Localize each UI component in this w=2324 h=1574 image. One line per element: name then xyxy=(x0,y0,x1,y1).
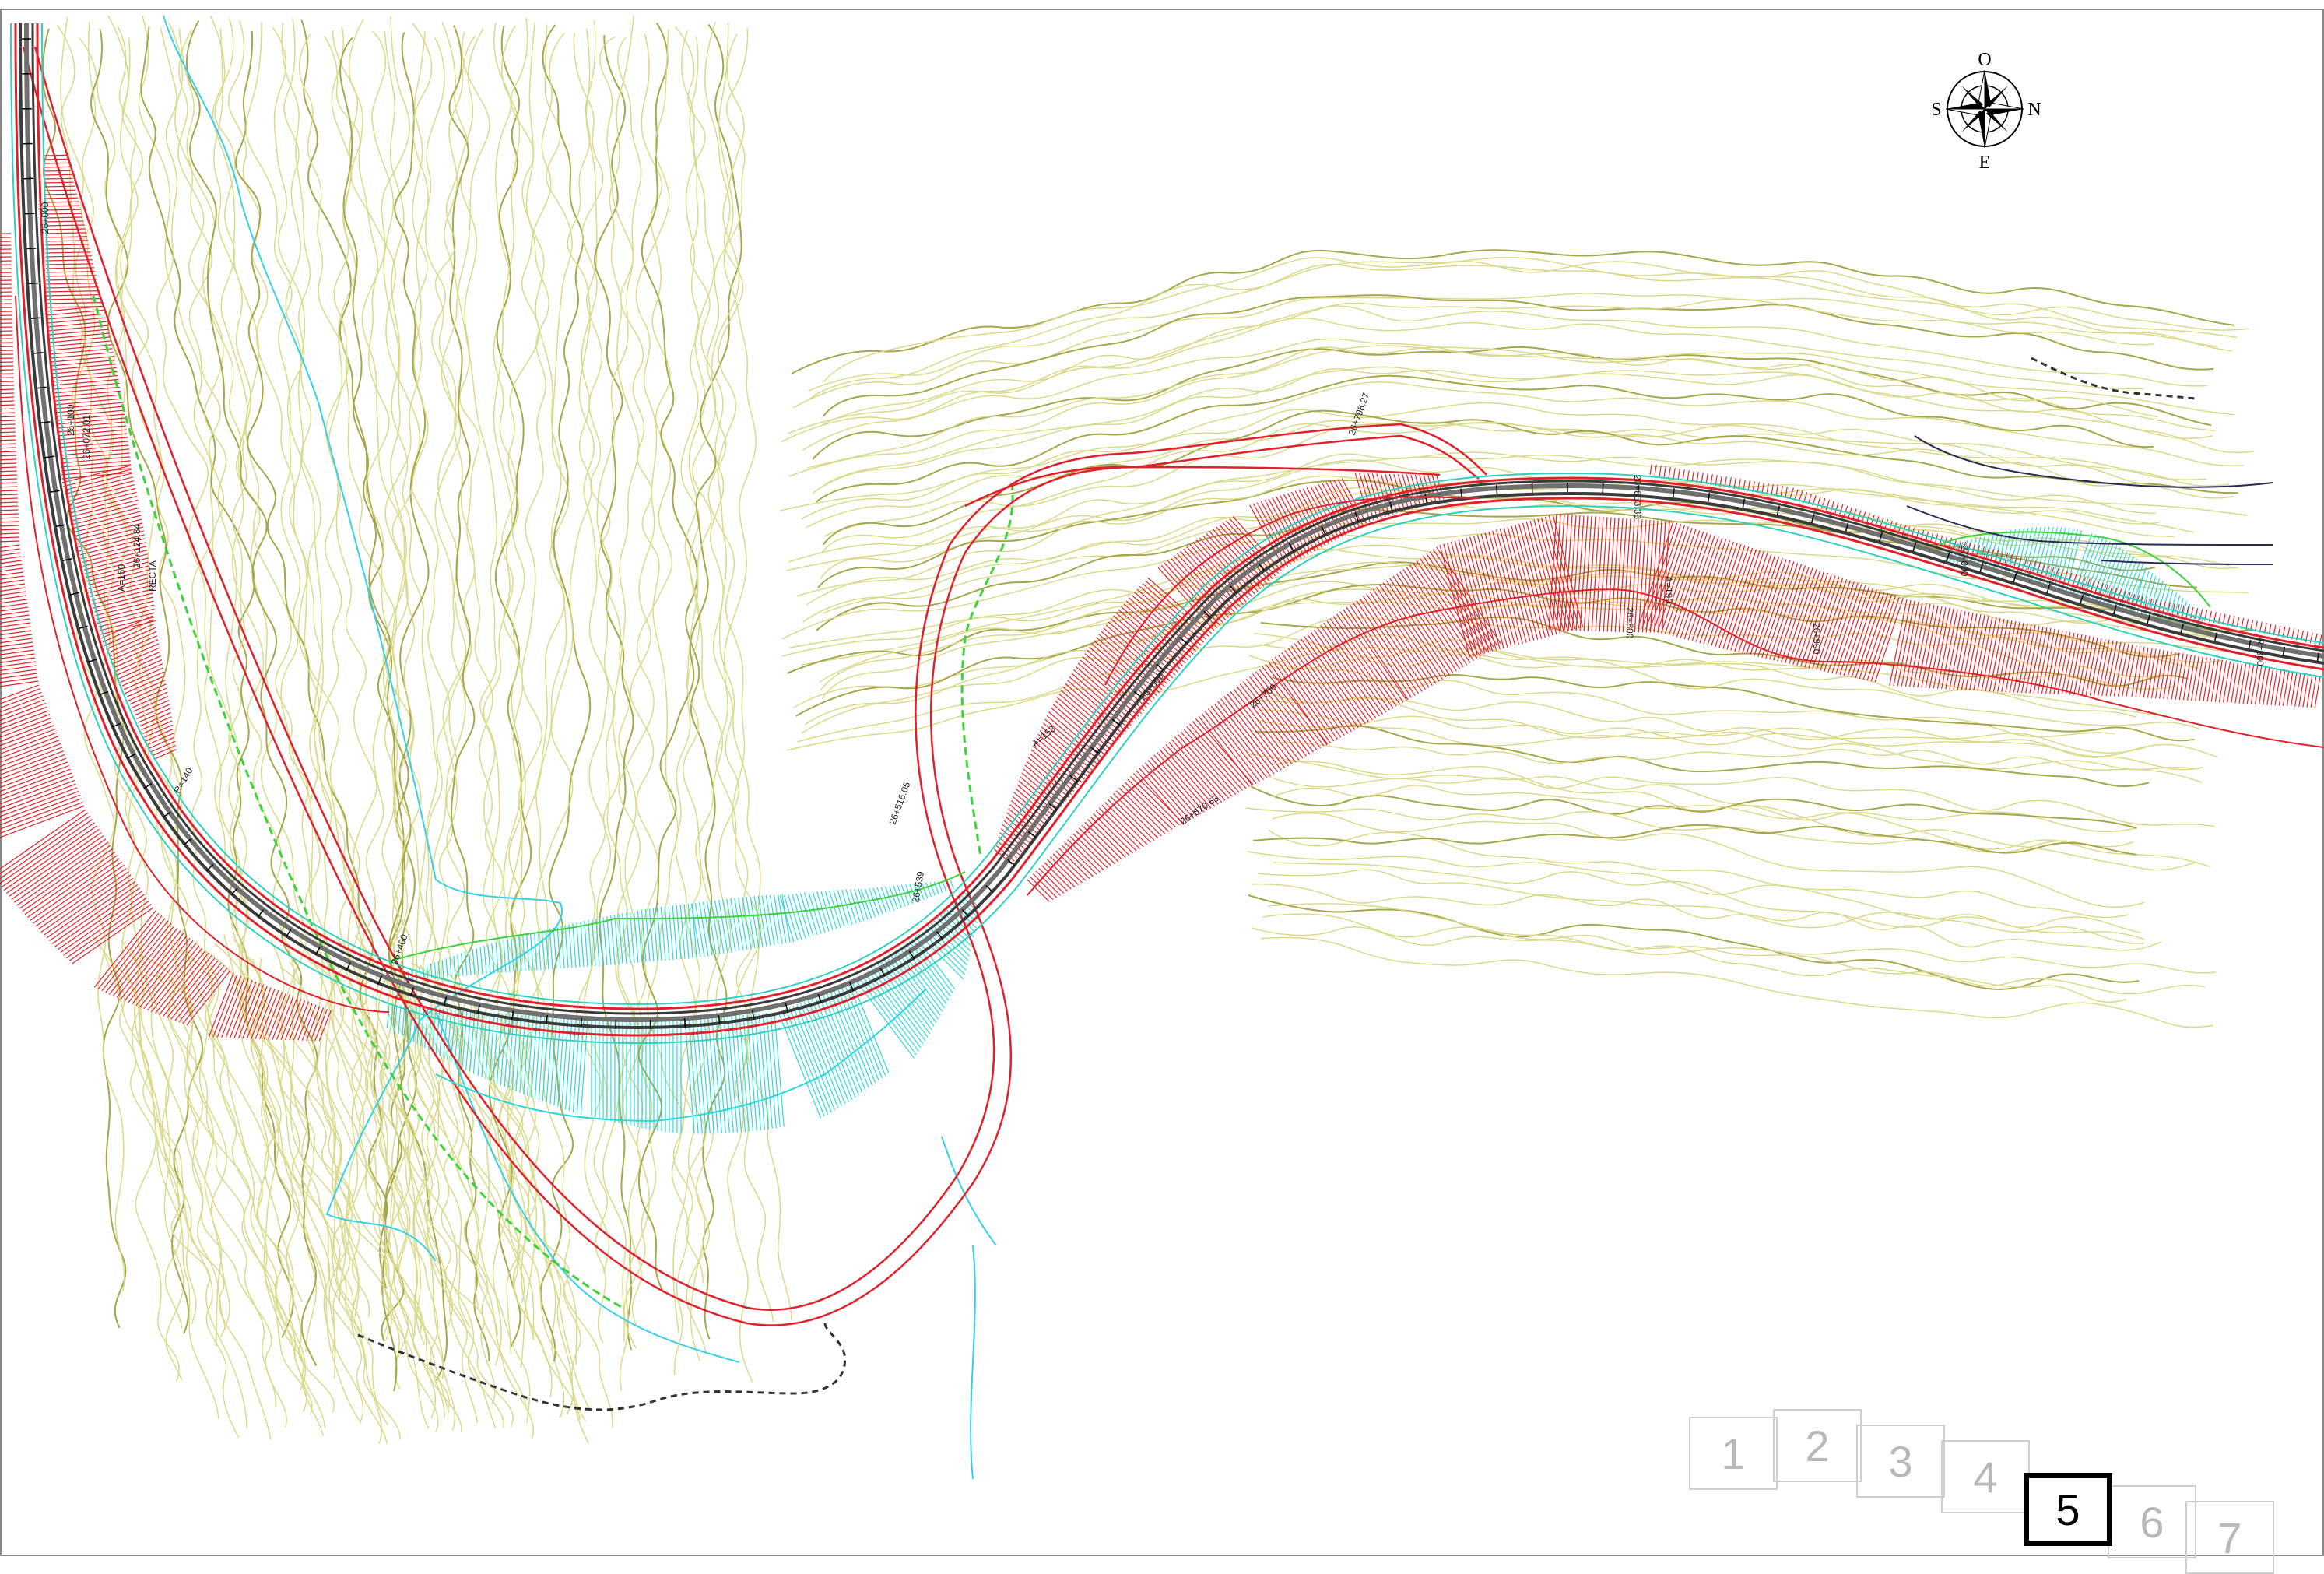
sheet-tab-5-active[interactable]: 5 xyxy=(2024,1473,2112,1546)
chainage-label: 26+670.63 xyxy=(1178,792,1221,827)
chainage-ticks xyxy=(22,39,2319,1029)
compass-south-label: S xyxy=(1931,100,1941,120)
chainage-label: A=190 xyxy=(1663,576,1674,603)
chainage-label: 27+000 xyxy=(1959,545,1970,577)
chainage-label: A=160 xyxy=(116,564,127,592)
chainage-label: 26+853.33 xyxy=(1632,475,1643,519)
sheet-tab-4[interactable]: 4 xyxy=(1941,1440,2030,1513)
compass-rose: O N S E xyxy=(1931,50,2041,173)
sheet-tab-2[interactable]: 2 xyxy=(1773,1409,1862,1482)
sheet-tab-1[interactable]: 1 xyxy=(1689,1417,1778,1490)
chainage-label: R=300 xyxy=(2255,638,2266,666)
chainage-label: A=153 xyxy=(1030,723,1058,749)
chainage-label: 26+800 xyxy=(1624,607,1635,639)
chainage-label: RECTA xyxy=(147,560,158,592)
dashed-track-2 xyxy=(2031,358,2195,399)
compass-west-label: O xyxy=(1978,50,1991,70)
contour-lines xyxy=(43,16,2254,1444)
chainage-label: 26+400 xyxy=(389,933,410,966)
chainage-label: 26+072.01 xyxy=(81,415,92,459)
chainage-label: 26+124.84 xyxy=(132,524,142,568)
chainage-label: R=140 xyxy=(171,765,195,795)
chainage-label: 26+900 xyxy=(1811,623,1822,655)
chainage-label: 26+000 xyxy=(40,202,51,234)
chainage-label: 26+516.05 xyxy=(887,780,913,826)
sheet-tab-6[interactable]: 6 xyxy=(2108,1485,2196,1558)
compass-east-label: E xyxy=(1979,153,1991,173)
compass-north-label: N xyxy=(2027,100,2041,120)
chainage-label: 26+100 xyxy=(65,404,76,436)
sheet-tab-3[interactable]: 3 xyxy=(1856,1425,1945,1498)
sheet-tab-7[interactable]: 7 xyxy=(2185,1501,2274,1574)
